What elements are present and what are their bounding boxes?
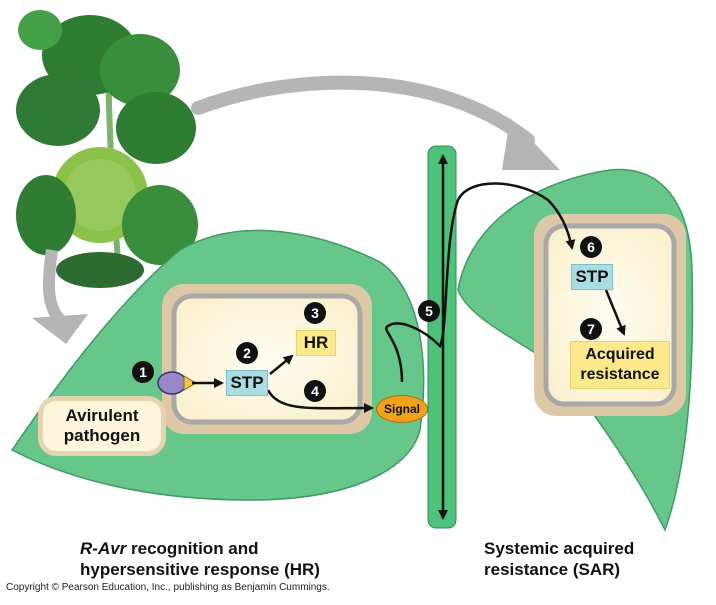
stp-box-sar: STP: [571, 264, 613, 290]
hr-caption-italic: R-Avr: [80, 539, 127, 558]
hr-caption: R-Avr recognition and hypersensitive res…: [80, 538, 320, 580]
sar-caption-line1: Systemic acquired: [484, 539, 635, 558]
hr-caption-rest: recognition and: [126, 539, 259, 558]
step-5-badge: 5: [418, 300, 440, 322]
hr-box: HR: [296, 330, 336, 356]
avirulent-pathogen-label: Avirulent pathogen: [38, 396, 166, 456]
step-3-badge: 3: [304, 302, 326, 324]
stp-box-hr: STP: [226, 370, 268, 396]
curved-gray-arrow: [191, 75, 560, 170]
pathogen-icon: [157, 371, 197, 395]
step-2-badge: 2: [236, 342, 258, 364]
plant-photo: [16, 8, 200, 290]
step-4-badge: 4: [304, 380, 326, 402]
acquired-resistance-box: Acquired resistance: [570, 341, 670, 389]
step-6-badge: 6: [580, 236, 602, 258]
hr-cell: [162, 284, 372, 434]
copyright-notice: Copyright © Pearson Education, Inc., pub…: [6, 582, 330, 593]
step-7-badge: 7: [580, 318, 602, 340]
signal-oval: Signal: [376, 395, 428, 423]
arrow-stp-to-acquired: [604, 289, 626, 336]
arrow-stp-to-signal: [266, 389, 374, 414]
sar-caption: Systemic acquired resistance (SAR): [484, 538, 634, 580]
arrow-stp-to-hr: [269, 354, 294, 375]
curved-gray-arrow-down: [32, 249, 88, 344]
step-1-badge: 1: [132, 361, 154, 383]
hr-caption-line2: hypersensitive response (HR): [80, 560, 320, 579]
sar-caption-line2: resistance (SAR): [484, 560, 621, 579]
